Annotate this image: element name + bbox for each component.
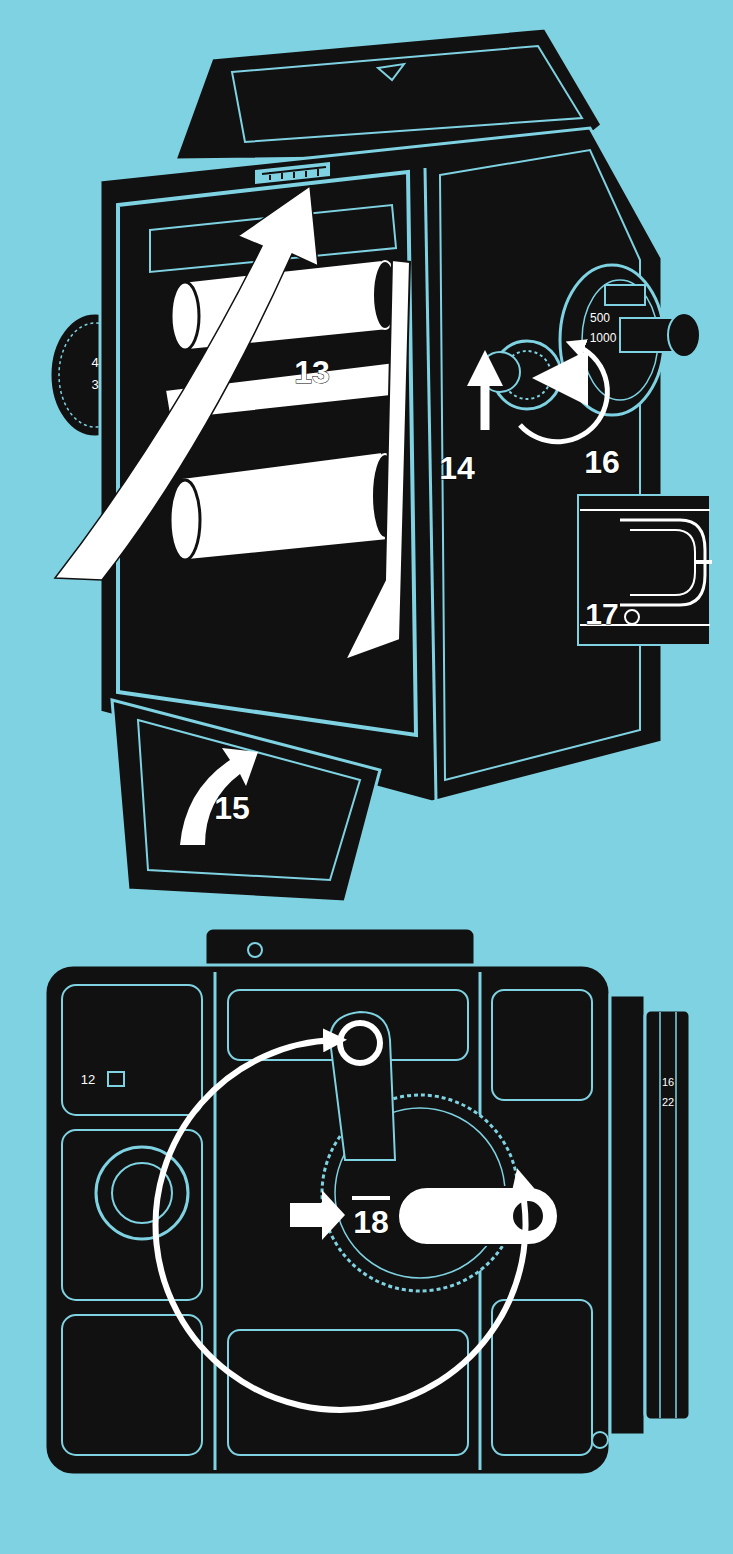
camera-side xyxy=(45,928,610,1475)
lens xyxy=(592,995,690,1448)
scale-number: 4 xyxy=(91,356,98,369)
callout-number: 15 xyxy=(214,792,250,824)
callout-number: 18 xyxy=(353,1206,389,1238)
magazine-door xyxy=(112,700,380,902)
callout-number: 17 xyxy=(585,599,618,629)
scale-number: 22 xyxy=(662,1097,674,1108)
crank xyxy=(156,1012,558,1410)
scale-number: 12 xyxy=(81,1073,95,1086)
callout-number: 14 xyxy=(439,452,475,484)
scale-number: 1000 xyxy=(590,332,617,344)
film-insert xyxy=(165,260,410,660)
scale-number: 3 xyxy=(91,378,98,391)
inset-detail xyxy=(518,495,712,645)
scale-number: 500 xyxy=(590,312,610,324)
camera-body xyxy=(100,128,662,802)
scale-number: 16 xyxy=(662,1077,674,1088)
callout-number: 13 xyxy=(294,356,330,388)
shutter-dial xyxy=(560,265,700,415)
callout-number: 16 xyxy=(584,446,620,478)
insert-arrow xyxy=(55,186,318,580)
winding-knob xyxy=(480,341,607,442)
